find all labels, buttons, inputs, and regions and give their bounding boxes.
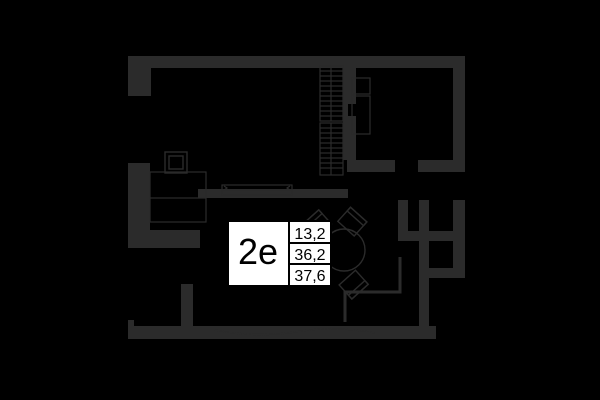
wall-top-left bbox=[128, 56, 465, 68]
closet-niche bbox=[351, 77, 371, 135]
inner-partitions bbox=[343, 257, 402, 322]
label-box-outline bbox=[227, 220, 332, 287]
wall-bath-right bbox=[453, 200, 465, 278]
chair-3 bbox=[338, 269, 370, 301]
wall-right-lower-horiz bbox=[419, 326, 436, 339]
wall-mid-horizontal bbox=[198, 189, 348, 198]
area-value-3: 37,6 bbox=[294, 268, 325, 285]
area-label-box: 2e 13,2 36,2 37,6 bbox=[227, 220, 332, 287]
area-value-1: 13,2 bbox=[294, 226, 325, 243]
wall-left-lower bbox=[181, 284, 193, 328]
wall-right-upper bbox=[453, 56, 465, 172]
stair-lower bbox=[319, 122, 344, 176]
wall-right-lower-vert bbox=[419, 280, 429, 339]
wall-bottom bbox=[128, 326, 436, 339]
apartment-type-label: 2e bbox=[238, 231, 278, 272]
kitchen-counter bbox=[149, 171, 207, 223]
wall-bottom-left-tick bbox=[128, 320, 134, 339]
area-value-2: 36,2 bbox=[294, 247, 325, 264]
wall-bath-bottom bbox=[429, 268, 465, 278]
wall-upperright-bottom-a bbox=[347, 160, 395, 172]
wall-left-middle-foot bbox=[150, 230, 200, 248]
radiator bbox=[221, 184, 293, 196]
wall-left-middle bbox=[128, 163, 150, 248]
wall-bath-left bbox=[398, 200, 408, 240]
wall-niche-bottom bbox=[347, 133, 356, 139]
wall-top-left-stub bbox=[128, 56, 151, 96]
walls-group bbox=[128, 56, 465, 339]
chair-2 bbox=[336, 206, 368, 238]
window-bottom bbox=[214, 328, 376, 336]
wall-bath-mid-vert bbox=[419, 200, 429, 290]
stair-upper bbox=[319, 65, 344, 122]
wall-upperright-bottom-b bbox=[418, 160, 465, 172]
kitchen-sink bbox=[164, 151, 188, 174]
wall-stair-shaft-right bbox=[343, 56, 348, 160]
